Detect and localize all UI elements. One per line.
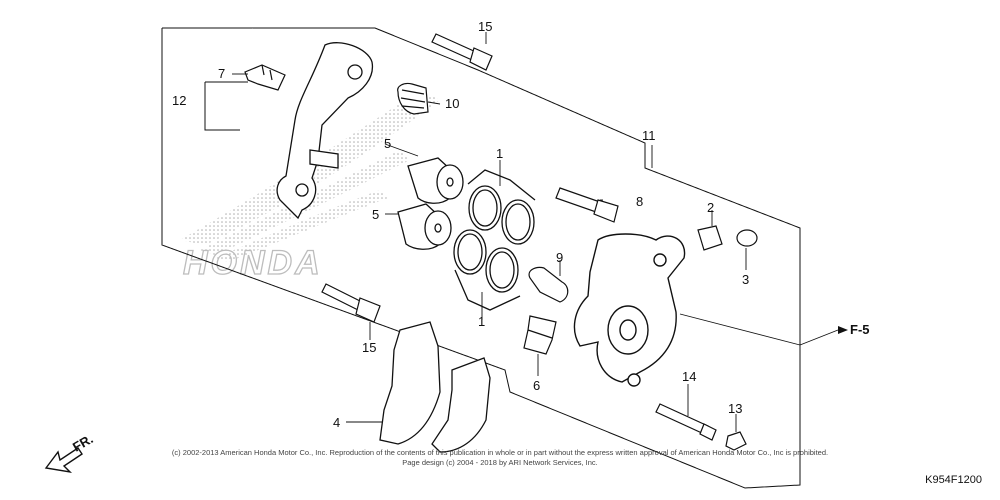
pin-bolt [555, 187, 619, 223]
callout-6: 6 [533, 378, 540, 393]
callout-10: 10 [445, 96, 459, 111]
pistons [397, 157, 464, 250]
callout-8: 8 [636, 194, 643, 209]
copyright-notice: (c) 2002-2013 American Honda Motor Co., … [171, 448, 829, 457]
callout-13: 13 [728, 401, 742, 416]
callout-9: 9 [556, 250, 563, 265]
callout-11: 11 [642, 128, 656, 143]
callout-15-bottom: 15 [362, 340, 376, 355]
honda-watermark-text: HONDA [183, 244, 323, 282]
brake-pads [379, 321, 491, 453]
reference-arrow-icon [838, 326, 848, 334]
pad-spring [244, 64, 286, 91]
piston-seals [453, 169, 536, 311]
callout-15-top: 15 [478, 19, 492, 34]
nut [725, 431, 747, 451]
callout-1-bottom: 1 [478, 314, 485, 329]
leader-lines [232, 32, 839, 432]
callout-12: 12 [172, 93, 186, 108]
bleeder-cap [736, 229, 758, 247]
diagram-code: K954F1200 [925, 474, 982, 486]
page-design-notice: Page design (c) 2004 - 2018 by ARI Netwo… [402, 458, 598, 467]
pad-clip [523, 315, 557, 355]
callouts: 15 7 12 10 11 5 1 8 2 5 9 3 1 15 14 6 13… [172, 19, 870, 430]
caliper-bracket [276, 42, 374, 220]
callout-7: 7 [218, 66, 225, 81]
reference-f5: F-5 [850, 322, 870, 337]
callout-14: 14 [682, 369, 696, 384]
boot [397, 82, 429, 115]
assembly-outline [161, 27, 801, 489]
callout-4: 4 [333, 415, 340, 430]
caliper-body [573, 233, 686, 387]
slide-pin [528, 266, 569, 303]
mounting-bolts [321, 33, 493, 323]
callout-5-left: 5 [372, 207, 379, 222]
callout-1-top: 1 [496, 146, 503, 161]
pin-bolt-14 [655, 403, 717, 441]
callout-5-top: 5 [384, 136, 391, 151]
bleeder-screw [697, 225, 723, 251]
callout-3: 3 [742, 272, 749, 287]
callout-2: 2 [707, 200, 714, 215]
